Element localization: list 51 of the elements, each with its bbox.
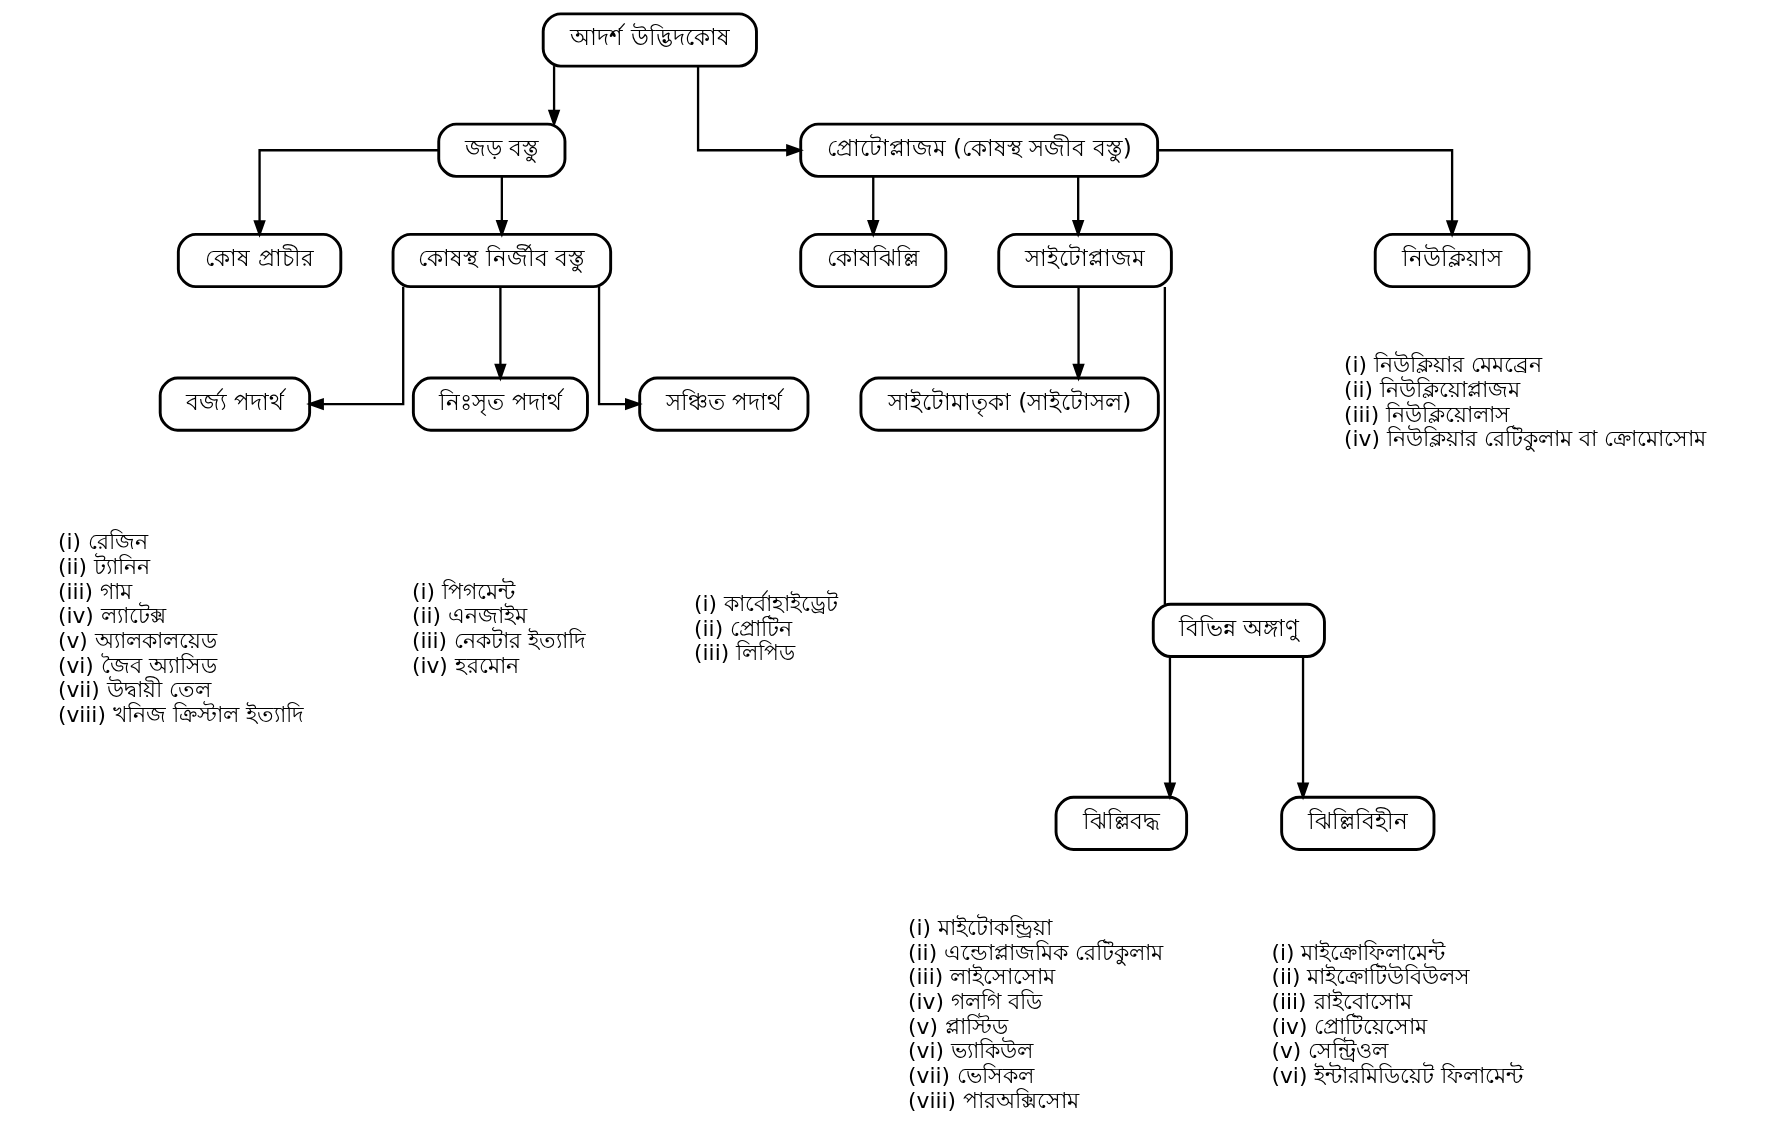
node-label: (viii) পারঅক্সিসোম	[908, 1087, 1079, 1113]
node-label: (iii) লিপিড	[694, 640, 796, 666]
node-box: নিউক্লিয়াস	[1373, 232, 1531, 289]
arrow	[696, 66, 804, 157]
arrow	[1157, 149, 1459, 238]
arrow	[253, 149, 439, 238]
arrow	[867, 176, 880, 238]
connector	[1163, 287, 1166, 605]
node-label: (vi) ইন্টারমিডিয়েট ফিলামেন্ট	[1271, 1063, 1524, 1089]
node-label: (ii) প্রোটিন	[694, 615, 793, 641]
node-label: (vi) ভ্যাকিউল	[908, 1038, 1033, 1064]
node-box: সাইটোপ্লাজম	[997, 232, 1173, 289]
node-label: (viii) খনিজ ক্রিস্টাল ইত্যাদি	[57, 701, 304, 727]
arrow	[494, 286, 507, 382]
node-box: আদর্শ উদ্ভিদকোষ	[541, 12, 758, 68]
arrow	[1296, 656, 1310, 801]
node-label: (iv) নিউক্লিয়ার রেটিকুলাম বা ক্রোমোসোম	[1344, 426, 1706, 452]
arrow	[1071, 176, 1085, 238]
node-label: (iv) ল্যাটেক্স	[57, 603, 166, 629]
node-label: (i) মাইক্রোফিলামেন্ট	[1271, 939, 1446, 965]
node-label: (iv) হরমোন	[411, 652, 519, 678]
arrow	[597, 286, 643, 411]
node-box: কোষ প্রাচীর	[176, 232, 343, 289]
node-box: সঞ্চিত পদার্থ	[638, 376, 810, 432]
node-box: সাইটোমাতৃকা (সাইটোসল)	[859, 376, 1160, 432]
node-label: (vii) ভেসিকল	[908, 1063, 1034, 1089]
node-label: (v) অ্যালকালয়েড	[57, 627, 217, 653]
arrow	[1072, 286, 1085, 382]
node-box: বিভিন্ন অঙ্গাণু	[1151, 602, 1326, 658]
node-label: (ii) মাইক্রোটিউবিউলস	[1271, 964, 1471, 990]
node-label: (ii) নিউক্লিয়োপ্লাজম	[1344, 376, 1521, 402]
arrow	[495, 176, 509, 238]
node-box: কোষস্থ নির্জীব বস্তু	[391, 232, 613, 289]
node-label: (iii) লাইসোসোম	[908, 964, 1056, 990]
node-label: (ii) ট্যানিন	[57, 553, 150, 579]
arrow	[547, 66, 561, 128]
node-label: (iii) নেকটার ইত্যাদি	[411, 627, 586, 653]
node-label: (i) মাইটোকন্ড্রিয়া	[908, 915, 1053, 941]
node-box: ঝিল্লিবিহীন	[1280, 795, 1436, 851]
node-box: নিঃসৃত পদার্থ	[411, 376, 589, 432]
arrow	[306, 286, 405, 411]
node-box: কোষঝিল্লি	[799, 232, 948, 289]
arrow	[1163, 656, 1177, 801]
node-label: (ii) এন্ডোপ্লাজমিক রেটিকুলাম	[908, 939, 1163, 965]
node-label: (i) পিগমেন্ট	[411, 578, 515, 604]
node-box: ঝিল্লিবদ্ধ	[1054, 795, 1189, 851]
node-label: (i) কার্বোহাইড্রেট	[694, 590, 839, 616]
node-box: জড় বস্তু	[437, 122, 567, 178]
node-box: প্রোটোপ্লাজম (কোষস্থ সজীব বস্তু)	[799, 122, 1160, 178]
node-box: বর্জ্য পদার্থ	[158, 376, 312, 432]
node-label: (iii) গাম	[57, 578, 132, 604]
